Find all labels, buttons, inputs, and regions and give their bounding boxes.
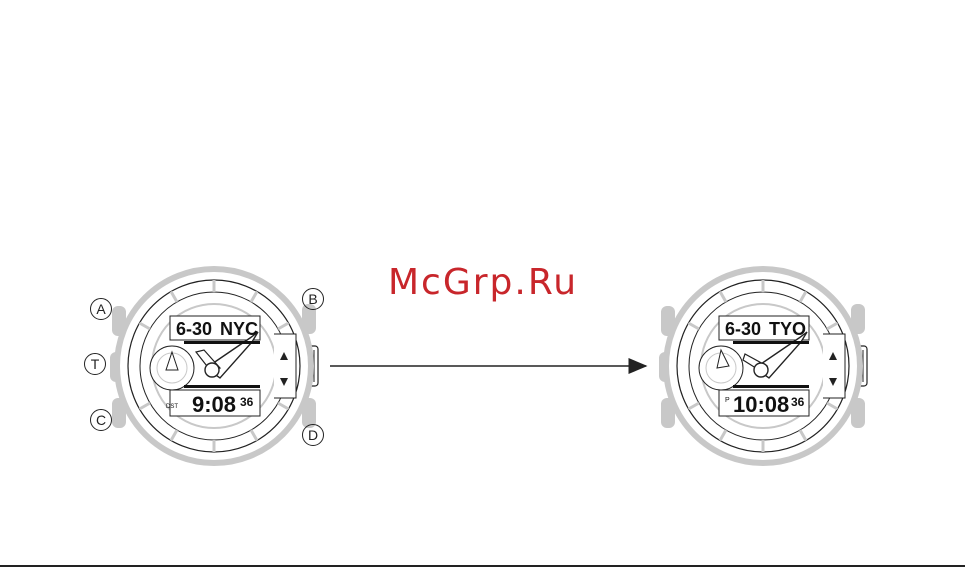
- indicator-text: P: [725, 397, 730, 404]
- seconds-text: 36: [240, 395, 254, 409]
- city-text: TYO: [769, 319, 806, 339]
- indicator-text: DST: [166, 404, 178, 410]
- button-c-label: C: [90, 409, 112, 431]
- button-d-label: D: [302, 424, 324, 446]
- date-text: 6-30: [176, 319, 212, 339]
- button-t-label: T: [84, 353, 106, 375]
- city-text: NYC: [220, 319, 258, 339]
- date-text: 6-30: [725, 319, 761, 339]
- bottom-divider: [0, 565, 965, 567]
- button-b-label: B: [302, 288, 324, 310]
- watch-before: 6-30 NYC DST 9:08 36: [110, 269, 318, 463]
- time-text: 9:08: [192, 392, 236, 417]
- button-a-label: A: [90, 298, 112, 320]
- time-text: 10:08: [733, 392, 789, 417]
- watermark-text: McGrp.Ru: [388, 262, 578, 303]
- seconds-text: 36: [791, 395, 805, 409]
- watch-after: 6-30 TYO P 10:08 36: [659, 269, 867, 463]
